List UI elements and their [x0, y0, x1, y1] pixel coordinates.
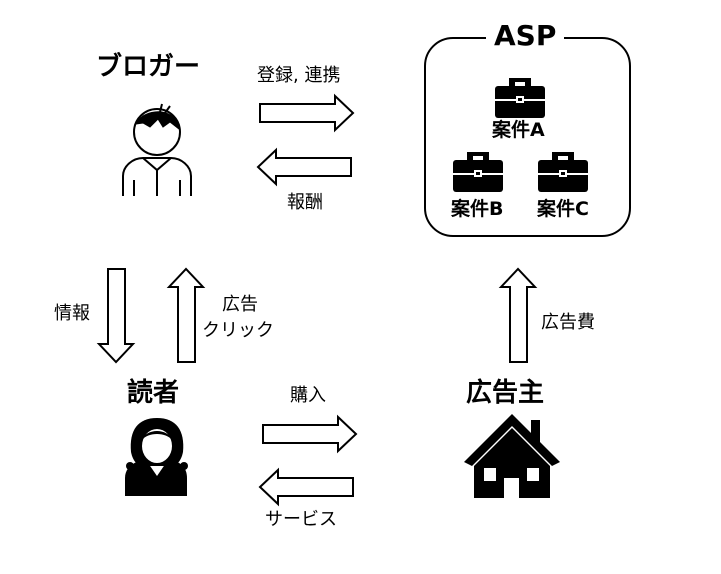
woman-icon — [125, 418, 188, 496]
house-icon — [464, 414, 560, 498]
flow-purchase-label: 購入 — [290, 385, 326, 406]
node-reader: 読者 — [127, 378, 180, 408]
arrow-register — [259, 93, 355, 133]
node-blogger: ブロガー — [96, 52, 201, 82]
flow-info-label: 情報 — [54, 303, 90, 324]
flow-reward-label: 報酬 — [287, 192, 323, 213]
arrow-ad-fee — [498, 267, 538, 363]
case-label: 案件B — [451, 198, 504, 220]
briefcase-icon — [453, 152, 503, 192]
person-icon — [122, 103, 192, 196]
arrow-ad-click — [166, 267, 206, 363]
arrow-service — [258, 467, 354, 507]
arrow-info — [96, 268, 136, 364]
node-asp: ASP — [486, 22, 565, 50]
flow-ad-fee-label: 広告費 — [541, 312, 595, 333]
briefcase-icon — [495, 78, 545, 118]
arrow-reward — [256, 147, 352, 187]
flow-register-label: 登録, 連携 — [257, 65, 341, 86]
node-advertiser: 広告主 — [466, 378, 545, 408]
arrow-purchase — [262, 414, 358, 454]
case-label: 案件A — [492, 119, 545, 141]
flow-ad-click-label: 広告 — [222, 294, 258, 315]
case-label: 案件C — [537, 198, 589, 220]
flow-ad-click-label-2: クリック — [202, 320, 274, 341]
briefcase-icon — [538, 152, 588, 192]
flow-service-label: サービス — [265, 509, 337, 530]
